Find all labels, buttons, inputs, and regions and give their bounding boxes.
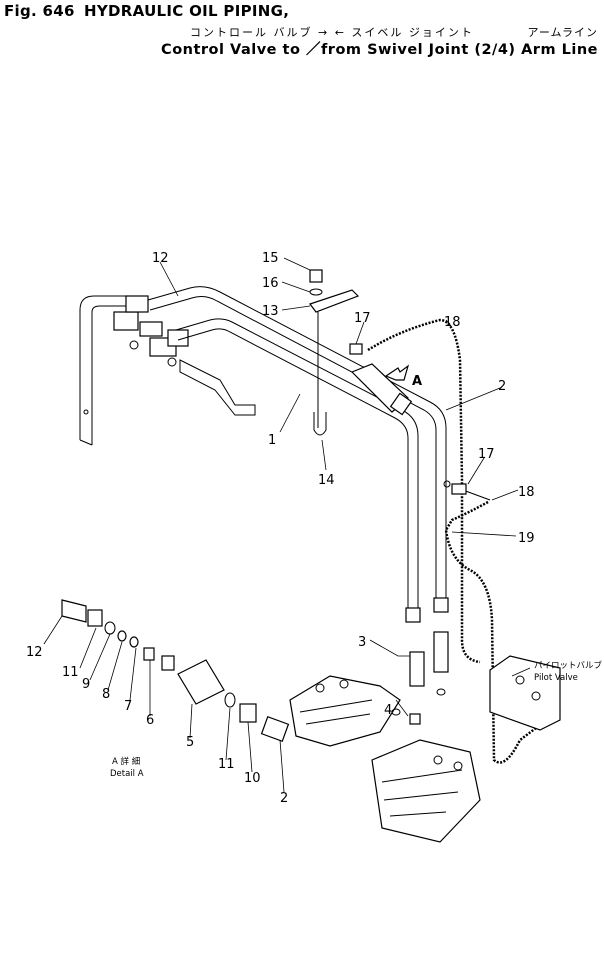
pilot-valve-en: Pilot Valve bbox=[534, 673, 578, 683]
callout-1: 1 bbox=[268, 433, 276, 448]
callout-19: 19 bbox=[518, 531, 535, 546]
callout-8: 8 bbox=[102, 687, 110, 702]
fitting-3b bbox=[433, 631, 449, 673]
pilot-valve bbox=[489, 655, 561, 731]
fitting-3a bbox=[409, 651, 425, 687]
callout-17-top: 17 bbox=[354, 311, 371, 326]
callout-14: 14 bbox=[318, 473, 335, 488]
callout-12-detail: 12 bbox=[26, 645, 43, 660]
callout-11-detail-left: 11 bbox=[62, 665, 79, 680]
clamp-assembly bbox=[309, 269, 360, 436]
callout-11-detail-right: 11 bbox=[218, 757, 235, 772]
subtitle-japanese-right: アームライン bbox=[527, 26, 598, 39]
subtitle-english: Control Valve to ／from Swivel Joint (2/4… bbox=[161, 42, 598, 58]
detail-a-en: Detail A bbox=[110, 769, 144, 779]
callout-6: 6 bbox=[146, 713, 154, 728]
callout-13: 13 bbox=[262, 304, 279, 319]
callout-7: 7 bbox=[124, 699, 132, 714]
leader-lines bbox=[43, 257, 531, 793]
view-a-label: A bbox=[412, 374, 422, 389]
pilot-valve-jp: パイロットバルブ bbox=[534, 660, 603, 671]
callout-2-detail: 2 bbox=[280, 791, 288, 806]
callout-16: 16 bbox=[262, 276, 279, 291]
callout-15: 15 bbox=[262, 251, 279, 266]
callout-9: 9 bbox=[82, 677, 90, 692]
oring-4 bbox=[409, 713, 421, 725]
subtitle-japanese: コントロール バルブ → ← スイベル ジョイント bbox=[190, 26, 474, 39]
callout-18-right: 18 bbox=[518, 485, 535, 500]
swivel-cylinder bbox=[350, 363, 413, 416]
detail-a bbox=[61, 599, 290, 742]
top-fittings bbox=[113, 295, 189, 367]
detail-a-jp: A 詳 細 bbox=[112, 756, 140, 767]
callout-12-top: 12 bbox=[152, 251, 169, 266]
mounting-bracket bbox=[79, 295, 256, 446]
view-arrow bbox=[384, 364, 410, 381]
pipe-1 bbox=[175, 318, 419, 610]
figure-number: Fig. 646 bbox=[4, 2, 75, 20]
callout-5: 5 bbox=[186, 735, 194, 750]
callout-3: 3 bbox=[358, 635, 366, 650]
callout-4: 4 bbox=[384, 703, 392, 718]
callout-17-right: 17 bbox=[478, 447, 495, 462]
callout-2-top: 2 bbox=[498, 379, 506, 394]
callout-18-top: 18 bbox=[444, 315, 461, 330]
figure-title: HYDRAULIC OIL PIPING, bbox=[84, 2, 290, 20]
pipe-12 bbox=[147, 286, 447, 600]
control-valve bbox=[289, 675, 481, 843]
fitting-17-right bbox=[451, 483, 467, 495]
fitting-17-top bbox=[349, 343, 363, 355]
callout-10: 10 bbox=[244, 771, 261, 786]
